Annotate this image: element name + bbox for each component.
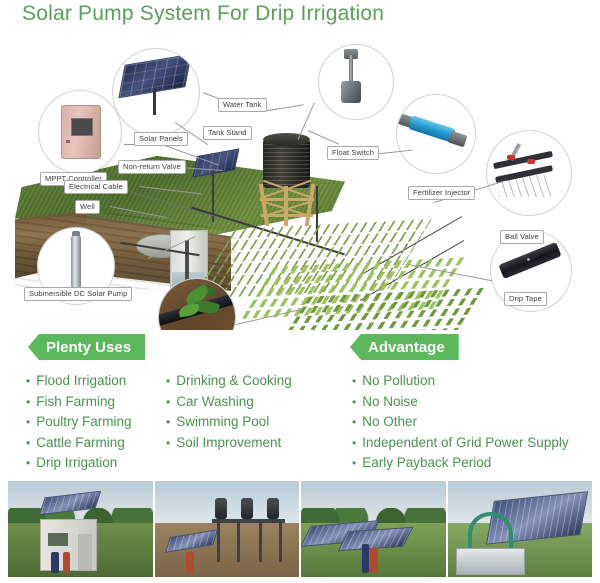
label-fertilizer-injector: Fertilizer Injector [408, 186, 476, 200]
callout-circle-drip-plant [158, 278, 236, 330]
photo-pump-house [8, 481, 153, 577]
callout-circle-fertilizer-injector [396, 94, 476, 174]
worker [361, 544, 369, 574]
label-float-switch: Float Switch [327, 146, 380, 160]
list-item: Poultry Farming [26, 412, 131, 433]
label-drip-tape: Drip Tape [504, 292, 547, 306]
photo-strip [8, 481, 592, 577]
label-electrical-cable: Electrical Cable [64, 180, 128, 194]
water-tank-body [263, 138, 310, 188]
callout-circle-solar-panels [112, 48, 200, 136]
list-item: Drinking & Cooking [166, 371, 292, 392]
solar-panel-pole [153, 89, 156, 115]
field-solar-pole [212, 170, 214, 222]
label-water-tank: Water Tank [218, 98, 267, 112]
label-submersible-dc-solar-pump: Submersible DC Solar Pump [24, 287, 133, 301]
list-item: Swimming Pool [166, 412, 292, 433]
list-item: Car Washing [166, 392, 292, 413]
list-item: Cattle Farming [26, 433, 131, 454]
leader-water-tank [261, 104, 304, 112]
water-tank-ribs [263, 140, 310, 188]
leader-float-switch [307, 130, 340, 145]
page-title: Solar Pump System For Drip Irrigation [22, 2, 385, 25]
label-well: Well [75, 200, 100, 214]
callout-circle-ball-valve [486, 130, 572, 216]
list-item: No Other [352, 412, 569, 433]
list-item: Drip Irrigation [26, 453, 131, 474]
photo-panel-trough [447, 481, 592, 577]
float-switch-icon [349, 55, 353, 93]
list-item: Early Payback Period [352, 453, 569, 474]
photo-tank-tower [154, 481, 299, 577]
label-ball-valve: Ball Valve [500, 230, 544, 244]
label-non-return-valve: Non-return Valve [118, 160, 186, 174]
photo-field-array [301, 481, 446, 577]
water-tank-lid [263, 133, 310, 146]
pipe-riser [316, 186, 318, 242]
worker [186, 552, 194, 574]
green-hose [467, 511, 514, 557]
callout-circle-float-switch [318, 44, 394, 120]
uses-column-two: Drinking & Cooking Car Washing Swimming … [166, 371, 292, 453]
worker [62, 552, 71, 574]
tank-tower-structure [212, 498, 285, 562]
label-tank-stand: Tank Stand [203, 126, 252, 140]
mppt-controller-icon [61, 105, 101, 159]
callout-circle-mppt-controller [38, 90, 122, 174]
list-item: Soil Improvement [166, 433, 292, 454]
banner-plenty-uses: Plenty Uses [28, 334, 146, 360]
drip-tape-icon [498, 241, 562, 280]
well-pump-body [185, 240, 189, 288]
list-item: Fish Farming [26, 392, 131, 413]
worker [370, 548, 378, 574]
uses-column-one: Flood Irrigation Fish Farming Poultry Fa… [26, 371, 131, 474]
label-solar-panels: Solar Panels [134, 132, 188, 146]
system-diagram: MPPT Controller Solar Panels Water Tank … [0, 34, 600, 330]
list-item: No Noise [352, 392, 569, 413]
leader-tank-stand [297, 102, 315, 140]
banner-advantage: Advantage [350, 334, 459, 360]
water-trough [456, 548, 525, 576]
tank-stand-frame [258, 179, 316, 226]
worker [51, 552, 59, 574]
list-item: Independent of Grid Power Supply [352, 433, 568, 454]
list-item: Flood Irrigation [26, 371, 131, 392]
submersible-pump-icon [71, 236, 81, 290]
advantage-list: No Pollution No Noise No Other Independe… [352, 371, 569, 474]
list-item: No Pollution [352, 371, 569, 392]
